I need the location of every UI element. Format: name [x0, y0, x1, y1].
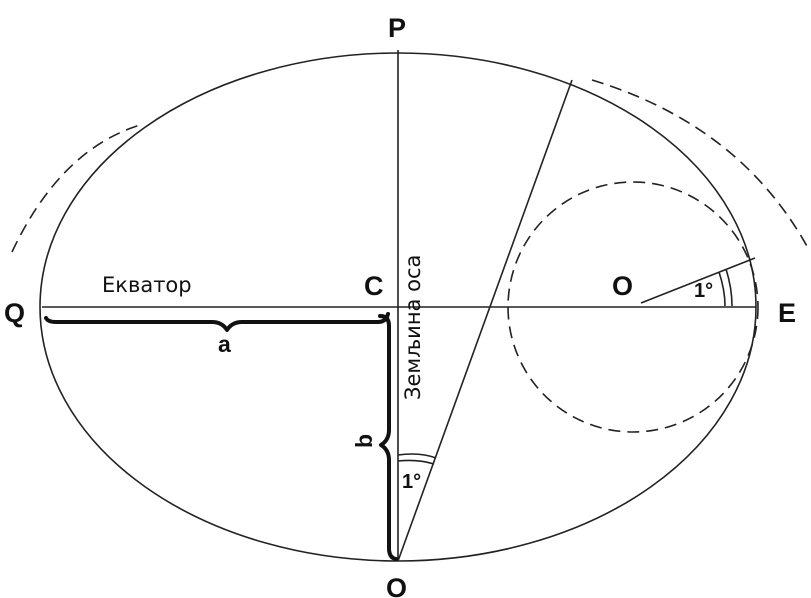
dashed-circle [507, 181, 759, 433]
label-equator-name: Екватор [102, 273, 192, 297]
radius-line [640, 257, 756, 304]
brace-a [44, 312, 390, 332]
dashed-arc-left [11, 124, 141, 253]
label-center: C [364, 271, 384, 301]
label-semi-minor: b [351, 434, 377, 448]
label-equator-left: Q [4, 298, 25, 328]
angle-arc-right [718, 271, 726, 307]
angle-arc-right-2 [725, 268, 733, 307]
brace-b [378, 314, 398, 561]
label-earth-axis: Земљина оса [401, 255, 425, 400]
label-pole-bottom: O [386, 573, 407, 598]
label-equator-right: E [778, 298, 796, 328]
dashed-arc-right [591, 79, 809, 249]
label-circle-center: O [612, 271, 633, 301]
label-semi-major: a [218, 331, 231, 357]
slanted-line [397, 79, 573, 562]
label-pole-top: P [388, 13, 406, 43]
label-angle-right: 1° [694, 280, 713, 302]
angle-arc-bottom-2 [397, 459, 435, 465]
label-angle-bottom: 1° [402, 471, 421, 493]
angle-arc-bottom [397, 453, 437, 459]
